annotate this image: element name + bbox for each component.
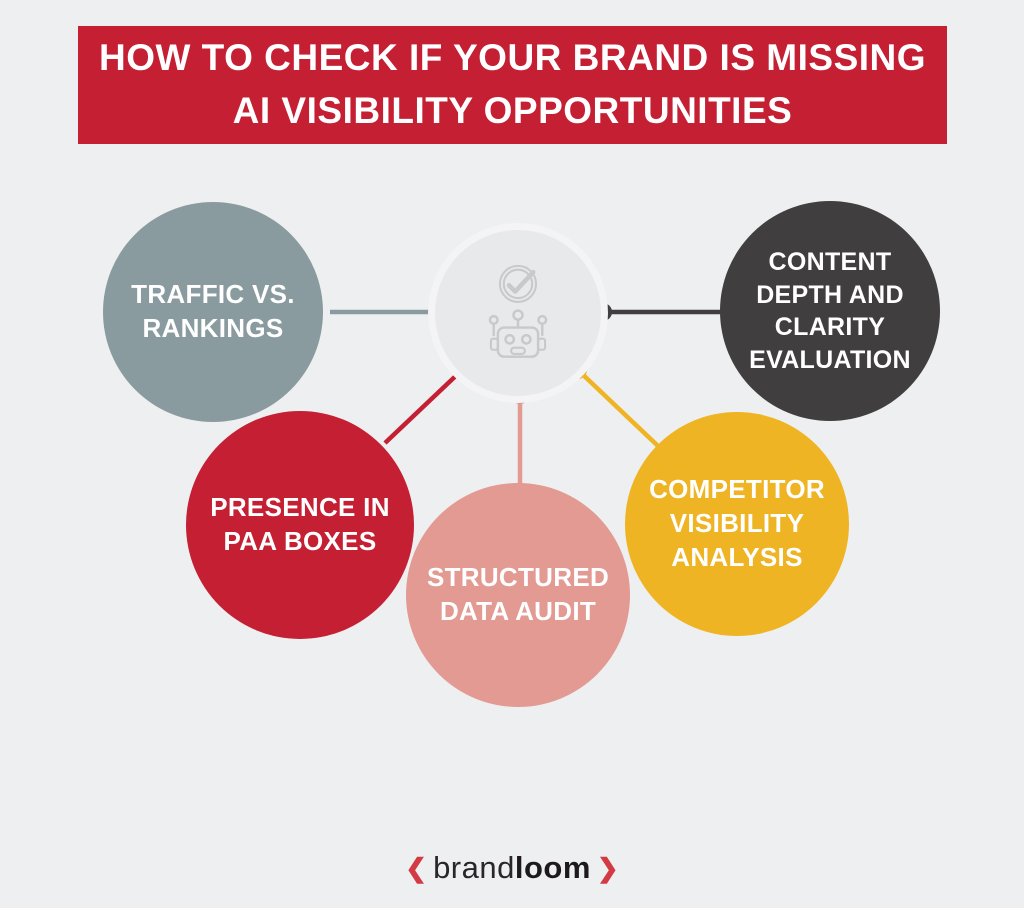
title-line-1: HOW TO CHECK IF YOUR BRAND IS MISSING [98, 37, 927, 79]
logo-name-bold: loom [514, 850, 591, 885]
node-label: COMPETITOR VISIBILITY ANALYSIS [649, 474, 825, 572]
node-competitor-visibility-analysis: COMPETITOR VISIBILITY ANALYSIS [625, 412, 849, 636]
connector-competitor [576, 368, 660, 448]
central-hub [428, 223, 608, 403]
node-presence-paa-boxes: PRESENCE IN PAA BOXES [186, 411, 414, 639]
hub-icon [488, 264, 548, 358]
node-label: PRESENCE IN PAA BOXES [210, 492, 390, 556]
node-label: TRAFFIC VS. RANKINGS [131, 279, 295, 343]
brandloom-logo: ❮ brandloom ❯ [0, 852, 1024, 883]
checkmark-badge-icon [498, 264, 538, 303]
title-line-2: AI VISIBILITY OPPORTUNITIES [232, 90, 793, 131]
node-label: CONTENT DEPTH AND CLARITY EVALUATION [749, 248, 911, 374]
logo-left-bracket-icon: ❮ [405, 852, 428, 883]
node-structured-data-audit: STRUCTURED DATA AUDIT [406, 483, 630, 707]
connector-paa [383, 368, 464, 445]
title-banner: HOW TO CHECK IF YOUR BRAND IS MISSING AI… [78, 26, 947, 144]
node-label: STRUCTURED DATA AUDIT [426, 562, 610, 626]
robot-icon [488, 309, 548, 358]
logo-right-bracket-icon: ❯ [596, 852, 619, 883]
logo-name-regular: brand [433, 850, 515, 885]
node-content-depth-clarity: CONTENT DEPTH AND CLARITY EVALUATION [720, 201, 940, 421]
node-traffic-vs-rankings: TRAFFIC VS. RANKINGS [103, 202, 323, 422]
